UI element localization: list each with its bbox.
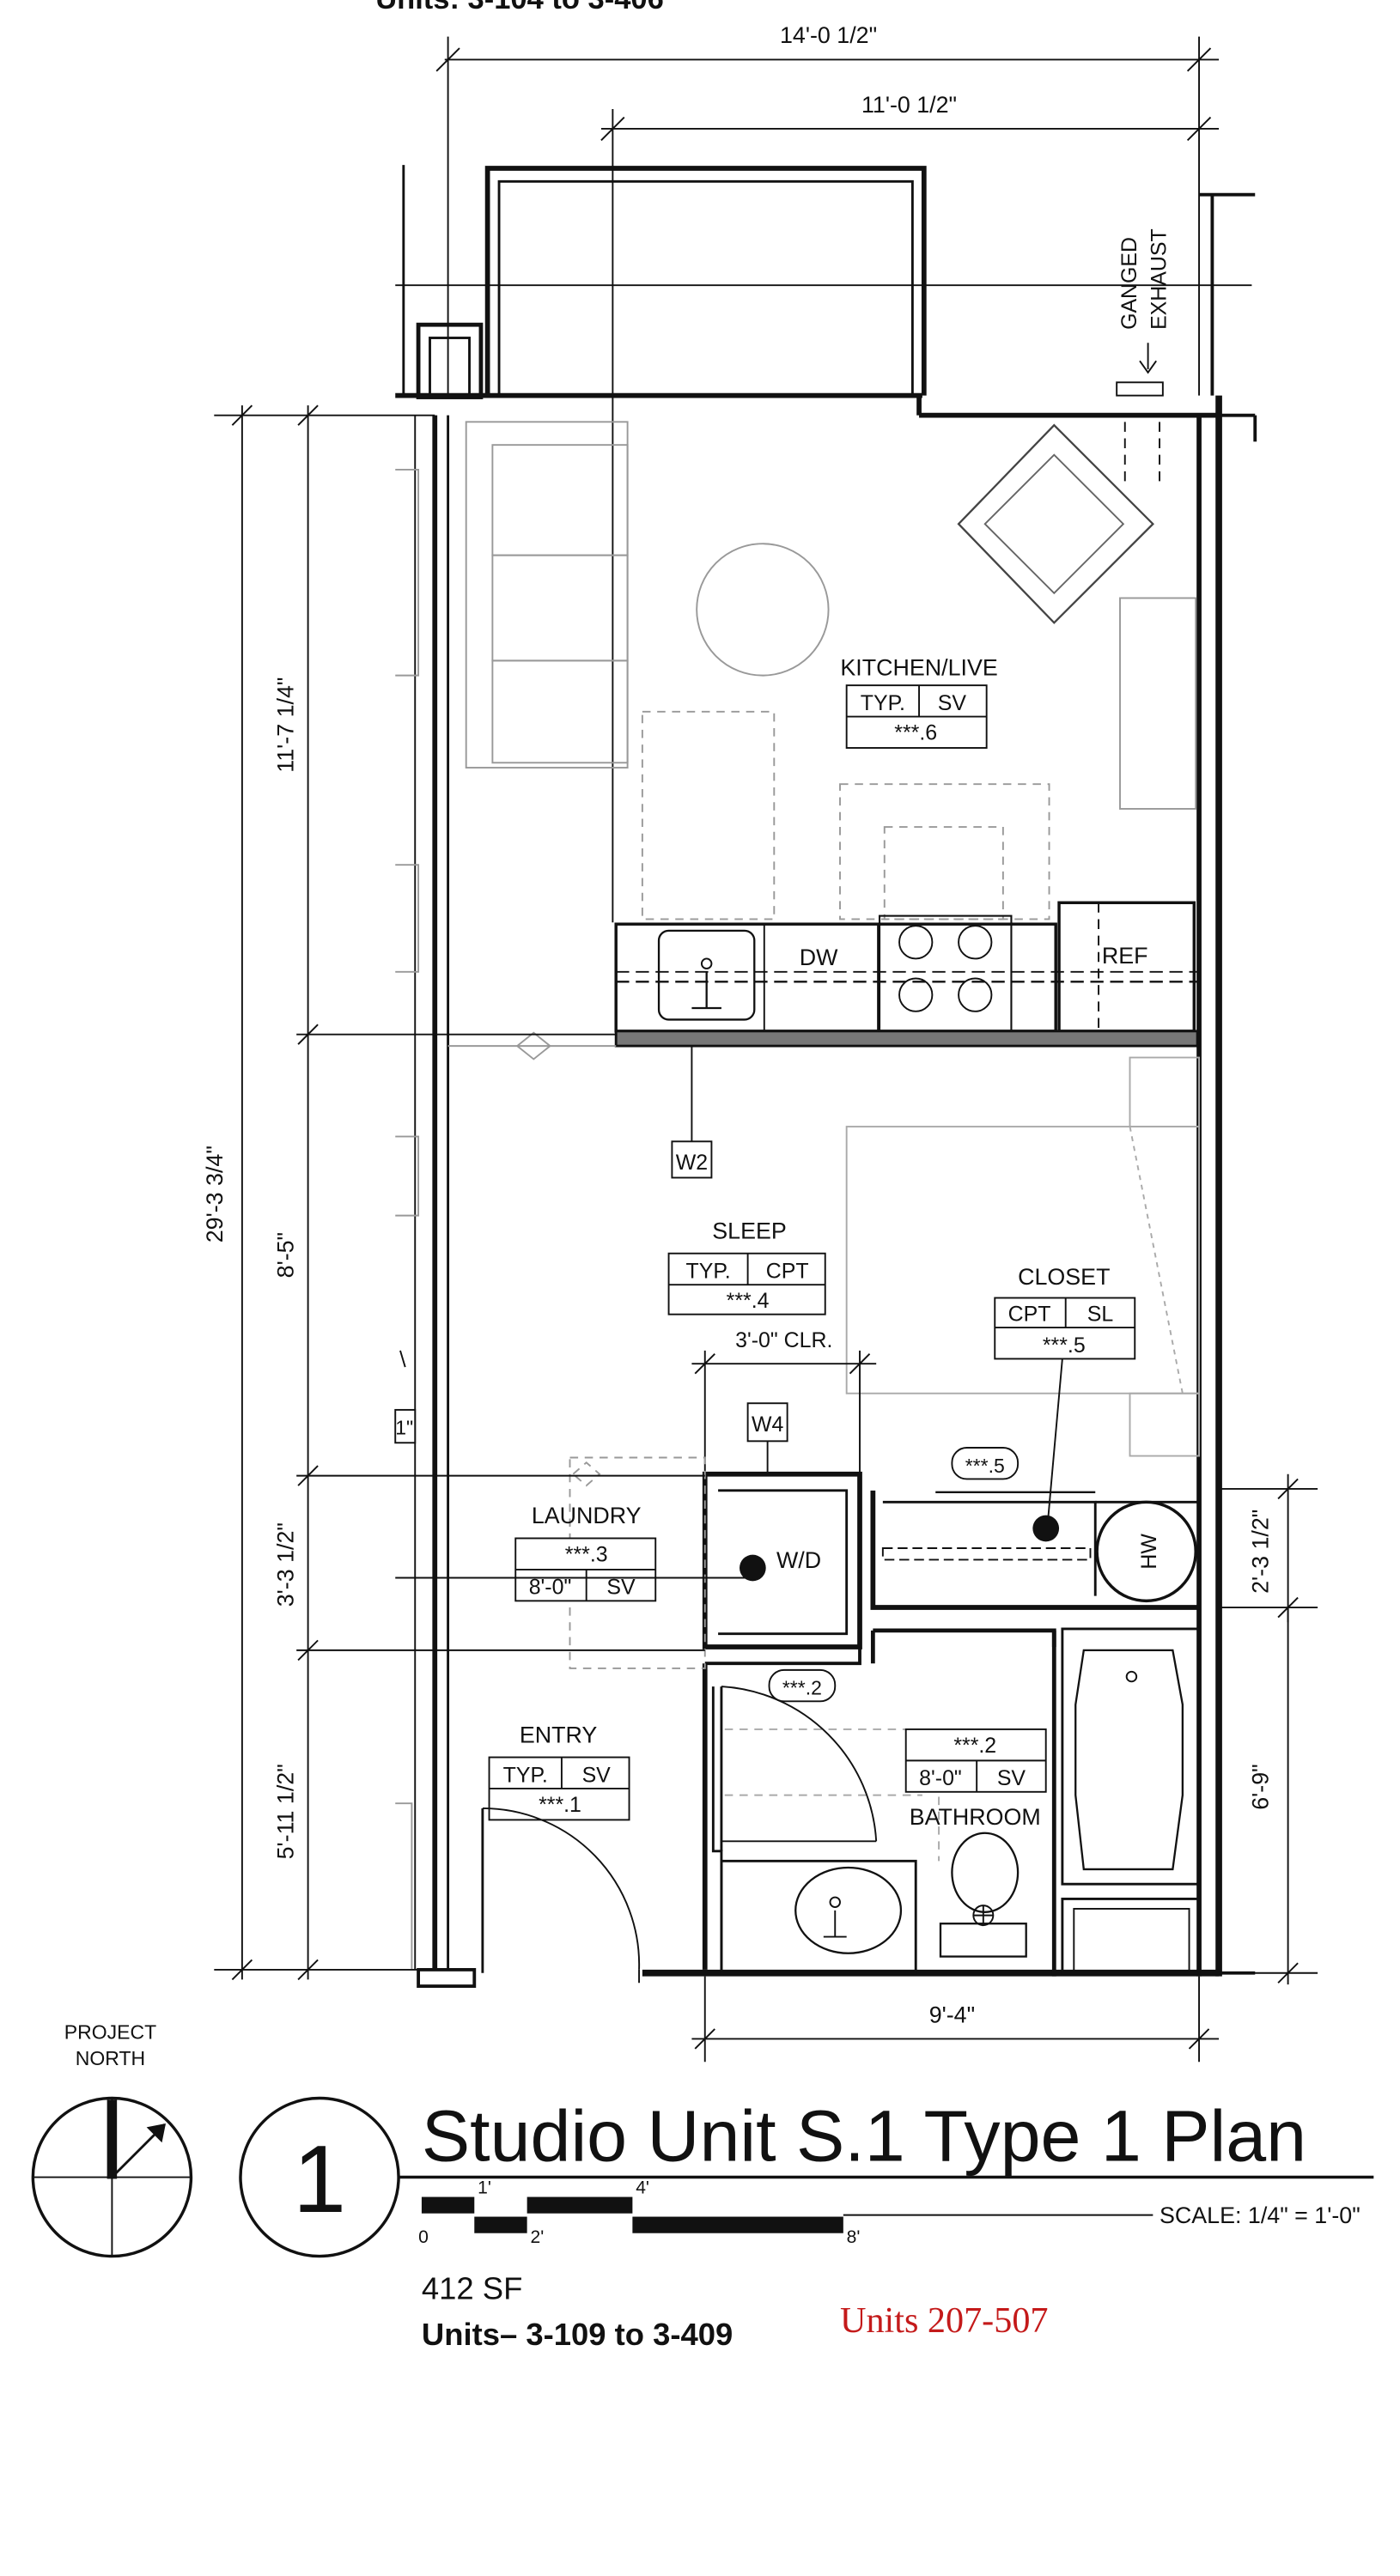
bed: [845, 1056, 1201, 1457]
dim-entry-depth: 5'-11 1/2": [272, 1764, 298, 1859]
north-arrow-icon: [31, 2096, 193, 2258]
wall-marker: [447, 1031, 617, 1060]
room-tag-kitchen-a: TYP.: [861, 691, 905, 715]
room-tag-laundry-b: 8'-0": [529, 1576, 572, 1600]
title-block: [239, 2096, 1374, 2258]
exhaust-label-2: EXHAUST: [1147, 228, 1172, 330]
room-name-laundry: LAUNDRY: [532, 1503, 642, 1528]
top-partial-title: Units: 3-104 to 3-406: [375, 0, 664, 15]
bathroom-door: [720, 1686, 878, 1851]
room-tag-closet: [994, 1297, 1136, 1360]
scale-text: SCALE: 1/4" = 1'-0": [1160, 2202, 1360, 2228]
kitchen-counter: [614, 901, 1200, 1048]
window-tag-w4-label: W4: [752, 1413, 784, 1437]
room-tag-entry-c: ***.1: [539, 1793, 581, 1817]
room-tag-bathroom-b: 8'-0": [919, 1766, 962, 1790]
room-name-bathroom: BATHROOM: [910, 1804, 1041, 1830]
laundry-marker: [740, 1554, 766, 1582]
drawing-number: 1: [293, 2125, 346, 2233]
bottom-dimension: [691, 1976, 1220, 2063]
door-tag-5: ***.5: [951, 1447, 1020, 1480]
left-windows: [395, 468, 420, 1970]
scale-tick-4: 4': [636, 2178, 649, 2198]
room-tag-entry: [488, 1756, 630, 1821]
scale-tick-2: 2': [530, 2227, 544, 2247]
room-tag-sleep-c: ***.4: [727, 1289, 770, 1313]
room-name-sleep: SLEEP: [712, 1218, 787, 1243]
dim-bottom-width: 9'-4": [929, 2002, 975, 2027]
exterior-walls: [395, 392, 1257, 1988]
dim-overall-width: 14'-0 1/2": [780, 22, 877, 48]
room-tag-laundry-c: SV: [606, 1576, 636, 1600]
exhaust-label-1: GANGED: [1117, 237, 1141, 330]
room-tag-laundry-a: ***.3: [565, 1542, 608, 1566]
door-tag-2-label: ***.2: [782, 1677, 822, 1699]
dishwasher-label: DW: [800, 945, 838, 970]
window-tag-w4: W4: [746, 1402, 788, 1474]
dim-interior-width: 11'-0 1/2": [861, 92, 957, 118]
right-dimensions: [1219, 1473, 1318, 1985]
clearance-dim: [691, 1350, 877, 1474]
north-label-1: PROJECT: [64, 2020, 156, 2043]
bathroom-fixtures: [720, 1627, 1201, 1975]
window-tag-w2-label: W2: [676, 1151, 708, 1175]
room-tag-entry-a: TYP.: [503, 1763, 548, 1787]
room-name-entry: ENTRY: [520, 1722, 598, 1747]
entry-door: [481, 1807, 641, 1984]
units-text: Units– 3-109 to 3-409: [422, 2317, 733, 2352]
ganged-exhaust: GANGED EXHAUST: [1116, 228, 1172, 489]
room-tag-laundry: [514, 1537, 657, 1602]
room-tag-sleep-a: TYP.: [686, 1259, 731, 1283]
room-tag-closet-c: ***.5: [1043, 1334, 1086, 1358]
room-tag-bathroom-c: SV: [997, 1766, 1026, 1790]
room-tag-kitchen-b: SV: [938, 691, 967, 715]
dim-laundry-depth: 3'-3 1/2": [272, 1522, 298, 1607]
room-tag-closet-b: SL: [1087, 1302, 1114, 1326]
room-tag-sleep: [667, 1252, 826, 1315]
dim-hw-depth: 2'-3 1/2": [1248, 1510, 1274, 1594]
scale-bar: [421, 2196, 1153, 2233]
closet-marker: [1032, 1515, 1060, 1542]
window-tag-w2: W2: [671, 1046, 713, 1179]
dim-overall-depth: 29'-3 3/4": [202, 1145, 228, 1242]
room-tag-entry-b: SV: [582, 1763, 612, 1787]
room-name-closet: CLOSET: [1018, 1264, 1110, 1290]
water-heater-label: HW: [1137, 1534, 1161, 1570]
door-tag-5-label: ***.5: [965, 1455, 1005, 1477]
drawing-title: Studio Unit S.1 Type 1 Plan: [422, 2095, 1306, 2176]
room-tag-kitchen: [845, 684, 988, 749]
room-tag-kitchen-c: ***.6: [894, 720, 937, 744]
room-tag-closet-a: CPT: [1008, 1302, 1051, 1326]
dim-kitchen-depth: 11'-7 1/4": [272, 677, 298, 773]
scale-tick-8: 8': [847, 2227, 861, 2247]
partial-tag: 1": [395, 1417, 413, 1439]
dim-bath-depth: 6'-9": [1248, 1764, 1274, 1809]
balcony: [402, 165, 1256, 399]
dim-clearance: 3'-0" CLR.: [735, 1328, 832, 1352]
door-tag-2: ***.2: [768, 1668, 837, 1703]
room-tag-sleep-b: CPT: [766, 1259, 809, 1283]
washer-dryer-label: W/D: [776, 1547, 821, 1573]
refrigerator-label: REF: [1102, 943, 1148, 969]
room-tag-bathroom: [904, 1728, 1047, 1793]
partial-tag-box: [394, 1408, 417, 1444]
top-dimensions: [395, 36, 1252, 923]
north-label-2: NORTH: [76, 2047, 145, 2069]
dim-sleep-depth: 8'-5": [272, 1232, 298, 1278]
scale-tick-0: 0: [418, 2227, 429, 2247]
units-handwritten: Units 207-507: [840, 2300, 1049, 2341]
scale-tick-1: 1': [478, 2178, 491, 2198]
living-furniture: [465, 421, 1197, 920]
area-text: 412 SF: [422, 2270, 522, 2306]
left-dimensions: [214, 404, 705, 1981]
room-name-kitchen: KITCHEN/LIVE: [840, 655, 997, 681]
room-tag-bathroom-a: ***.2: [953, 1734, 996, 1758]
